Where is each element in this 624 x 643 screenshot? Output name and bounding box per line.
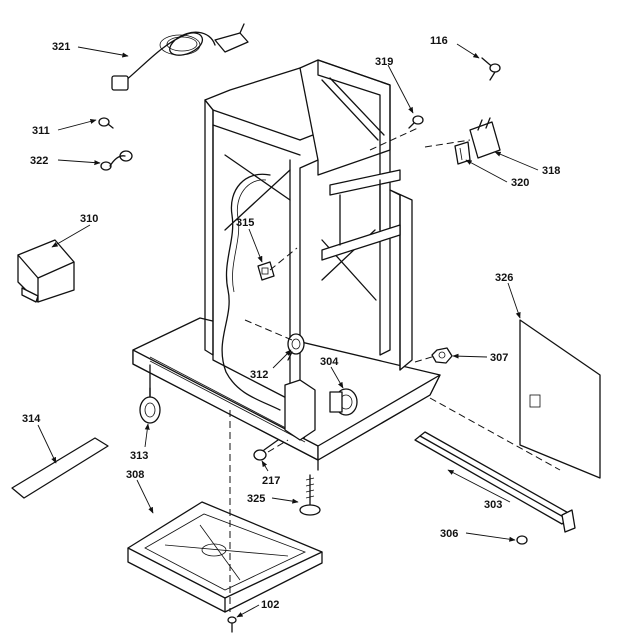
label-311: 311 [32, 125, 50, 137]
label-310: 310 [80, 213, 98, 225]
part-311-screw [98, 117, 114, 129]
leader-lines [37, 43, 539, 618]
part-217-screw [253, 439, 279, 461]
label-315: 315 [236, 217, 254, 229]
label-326: 326 [495, 272, 513, 284]
part-labels: 321 311 322 310 116 319 318 320 315 326 … [22, 35, 560, 611]
label-308: 308 [126, 469, 144, 481]
part-303-rail [414, 431, 576, 533]
label-312: 312 [250, 369, 268, 381]
part-116-clip [481, 57, 501, 81]
label-307: 307 [490, 352, 508, 364]
part-325-leveling-leg [299, 474, 321, 516]
label-303: 303 [484, 499, 502, 511]
part-306-screw [516, 535, 528, 545]
alignment-lines [229, 126, 561, 612]
label-306: 306 [440, 528, 458, 540]
label-304: 304 [320, 356, 339, 368]
label-319: 319 [375, 56, 393, 68]
label-320: 320 [511, 177, 529, 189]
part-308-base-pan [127, 501, 323, 613]
label-322: 322 [30, 155, 48, 167]
part-304-motor [329, 388, 358, 416]
part-314-gasket [11, 437, 109, 499]
label-318: 318 [542, 165, 560, 177]
part-326-panel [519, 319, 601, 479]
part-321-power-cord [111, 23, 249, 91]
part-322-bushing [100, 150, 133, 171]
part-102-screw [227, 616, 237, 633]
part-313-wheel [139, 387, 161, 424]
cabinet-frame [132, 59, 441, 471]
label-313: 313 [130, 450, 148, 462]
label-102: 102 [261, 599, 279, 611]
label-325: 325 [247, 493, 265, 505]
part-310-cover [17, 239, 75, 303]
label-217: 217 [262, 475, 280, 487]
label-314: 314 [22, 413, 41, 425]
part-319-screw [408, 115, 424, 129]
part-318-relay [469, 117, 501, 159]
part-307-nut [431, 347, 453, 364]
part-315-switch [257, 261, 275, 281]
part-312-mount [287, 333, 305, 361]
label-321: 321 [52, 41, 70, 53]
label-116: 116 [430, 35, 448, 47]
